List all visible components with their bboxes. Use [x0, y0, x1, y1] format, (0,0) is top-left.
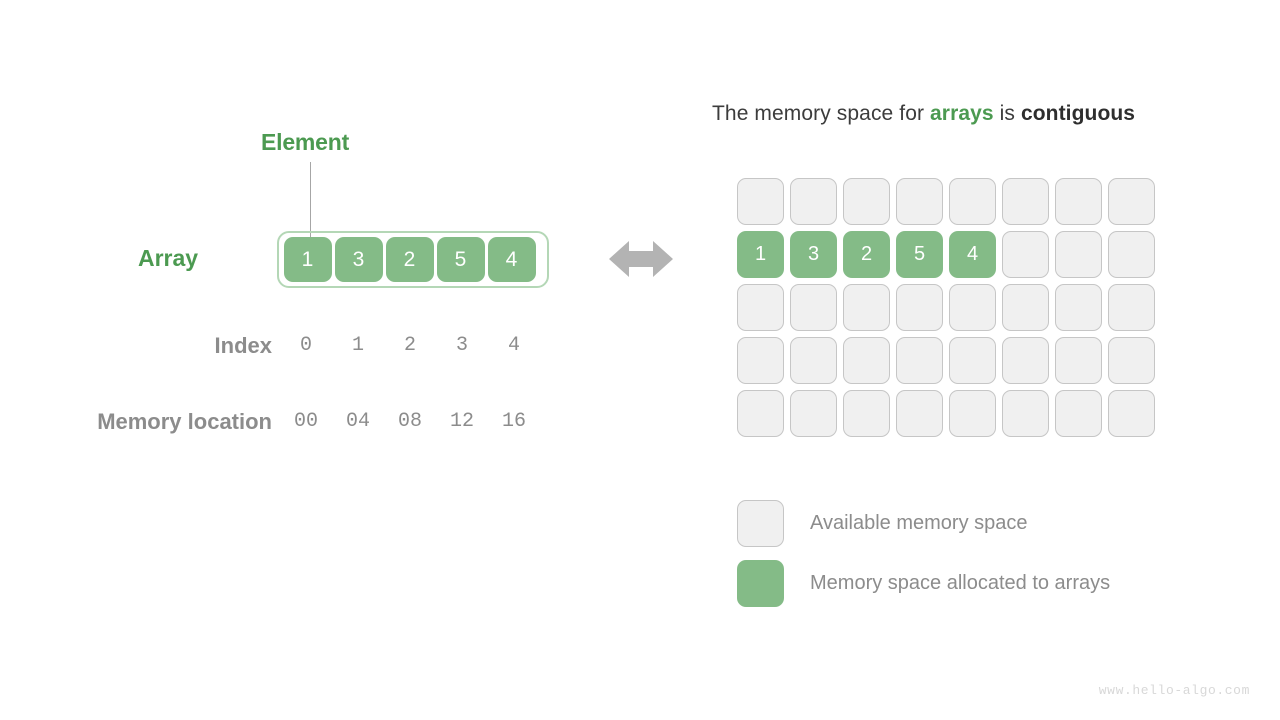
- memory-cell-free[interactable]: [790, 284, 837, 331]
- memory-cell-free[interactable]: [1108, 284, 1155, 331]
- memory-cell-free[interactable]: [1108, 231, 1155, 278]
- legend-item-allocated: Memory space allocated to arrays: [737, 553, 1110, 613]
- memory-title: The memory space for arrays is contiguou…: [712, 102, 1135, 126]
- memory-cell-free[interactable]: [1055, 231, 1102, 278]
- array-row-label: Array: [138, 245, 199, 271]
- memory-cell-free[interactable]: [843, 284, 890, 331]
- array-cell[interactable]: 5: [436, 237, 485, 282]
- memory-cell-free[interactable]: [949, 337, 996, 384]
- memory-cell-free[interactable]: [1002, 231, 1049, 278]
- memory-cell-free[interactable]: [1055, 390, 1102, 437]
- memory-cell-free[interactable]: [1002, 337, 1049, 384]
- index-value: 2: [403, 334, 416, 357]
- memory-cell-free[interactable]: [737, 284, 784, 331]
- legend-swatch-available-icon: [737, 499, 784, 547]
- memory-location-value: 04: [345, 410, 370, 433]
- memory-cell-free[interactable]: [737, 390, 784, 437]
- memory-location-value-row: 00 04 08 12 16: [280, 410, 546, 433]
- memory-cell-free[interactable]: [1108, 178, 1155, 225]
- element-annotation-label: Element: [261, 129, 350, 155]
- index-value: 3: [455, 334, 468, 357]
- memory-title-contiguous-highlight: contiguous: [1020, 102, 1136, 125]
- legend: Available memory space Memory space allo…: [737, 493, 1110, 613]
- memory-location-value: 16: [501, 410, 526, 433]
- array-structure-panel: Element Array 1 3 2 5 4 Index 0 1 2 3 4 …: [0, 0, 600, 720]
- memory-cell-allocated[interactable]: 3: [790, 231, 837, 278]
- memory-cell-free[interactable]: [1055, 284, 1102, 331]
- legend-item-available: Available memory space: [737, 493, 1110, 553]
- memory-cell-free[interactable]: [1002, 284, 1049, 331]
- double-headed-arrow-icon: [609, 237, 673, 281]
- array-cell[interactable]: 2: [385, 237, 434, 282]
- memory-cell-free[interactable]: [1055, 178, 1102, 225]
- array-cell[interactable]: 3: [334, 237, 383, 282]
- index-value: 0: [299, 334, 312, 357]
- element-connector-line: [310, 162, 312, 238]
- memory-cell-free[interactable]: [737, 337, 784, 384]
- memory-cell-free[interactable]: [843, 178, 890, 225]
- watermark: www.hello-algo.com: [1098, 683, 1250, 698]
- memory-title-part2: is: [993, 102, 1021, 125]
- memory-cell-free[interactable]: [790, 390, 837, 437]
- memory-cell-free[interactable]: [896, 390, 943, 437]
- array-container: 1 3 2 5 4: [277, 231, 549, 288]
- array-cell[interactable]: 1: [283, 237, 332, 282]
- memory-cell-free[interactable]: [896, 337, 943, 384]
- memory-title-part1: The memory space for: [712, 102, 931, 125]
- index-row-label: Index: [214, 333, 272, 358]
- memory-cell-free[interactable]: [1002, 178, 1049, 225]
- array-cell[interactable]: 4: [487, 237, 536, 282]
- memory-location-value: 12: [449, 410, 474, 433]
- memory-cell-allocated[interactable]: 4: [949, 231, 996, 278]
- memory-cell-allocated[interactable]: 2: [843, 231, 890, 278]
- memory-cell-free[interactable]: [1108, 390, 1155, 437]
- memory-cell-free[interactable]: [896, 178, 943, 225]
- memory-cell-free[interactable]: [949, 284, 996, 331]
- memory-cell-free[interactable]: [896, 284, 943, 331]
- memory-title-arrays-highlight: arrays: [930, 102, 994, 125]
- memory-cell-free[interactable]: [790, 178, 837, 225]
- memory-cell-free[interactable]: [949, 178, 996, 225]
- index-value: 4: [507, 334, 520, 357]
- memory-location-value: 08: [397, 410, 422, 433]
- index-value-row: 0 1 2 3 4: [280, 334, 546, 357]
- memory-location-row-label: Memory location: [97, 409, 272, 434]
- legend-swatch-allocated-icon: [737, 559, 784, 607]
- memory-cell-allocated[interactable]: 1: [737, 231, 784, 278]
- memory-cell-free[interactable]: [1108, 337, 1155, 384]
- legend-label-allocated: Memory space allocated to arrays: [810, 571, 1111, 594]
- memory-cell-free[interactable]: [843, 337, 890, 384]
- memory-cell-allocated[interactable]: 5: [896, 231, 943, 278]
- memory-cell-free[interactable]: [790, 337, 837, 384]
- memory-cell-free[interactable]: [1002, 390, 1049, 437]
- memory-cell-free[interactable]: [737, 178, 784, 225]
- memory-cell-free[interactable]: [1055, 337, 1102, 384]
- memory-cell-free[interactable]: [949, 390, 996, 437]
- legend-label-available: Available memory space: [810, 511, 1028, 534]
- memory-cell-free[interactable]: [843, 390, 890, 437]
- memory-location-value: 00: [293, 410, 318, 433]
- index-value: 1: [351, 334, 364, 357]
